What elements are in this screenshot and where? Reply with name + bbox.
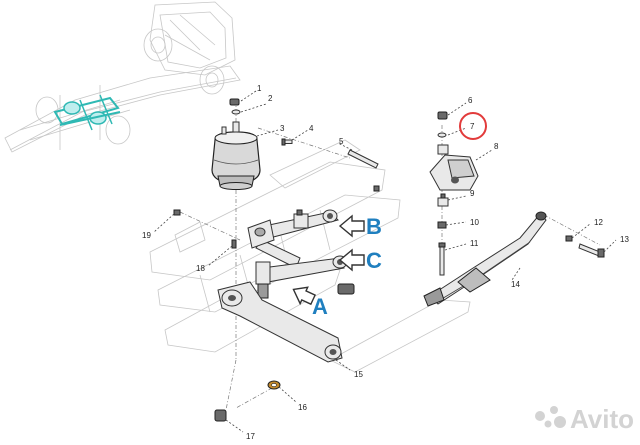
callout-13: 13	[620, 235, 629, 244]
marker-label-b: B	[366, 214, 382, 239]
part-12-nut[interactable]	[565, 235, 573, 242]
callout-leaders	[153, 90, 617, 433]
part-1-nut[interactable]	[229, 98, 240, 106]
callout-7: 7	[470, 122, 475, 131]
callout-14: 14	[511, 280, 520, 289]
part-3-air-spring[interactable]	[211, 121, 261, 190]
part-4-bolt[interactable]	[281, 138, 293, 146]
part-14-leaf-spring[interactable]	[423, 211, 547, 307]
part-13-bolt[interactable]	[578, 243, 605, 258]
callout-15: 15	[354, 370, 363, 379]
bump-stop[interactable]	[337, 283, 355, 295]
marker-arrow-c	[338, 248, 365, 272]
highlight-ring-callout-7	[459, 112, 487, 140]
callout-numbers: 1 2 3 4 5 6 7 8 9 10 11 12 13 14 15 16 1…	[142, 84, 629, 441]
part-17-nut[interactable]	[214, 409, 227, 422]
callout-6: 6	[468, 96, 473, 105]
chassis-frame-ghost	[149, 139, 471, 373]
part-8-spring-hanger[interactable]	[429, 144, 479, 191]
part-19-bolt[interactable]	[173, 209, 181, 216]
watermark: Avito	[535, 404, 634, 434]
overview-suspension-highlight	[53, 94, 121, 131]
watermark-logo-icon	[535, 406, 566, 428]
callout-18: 18	[196, 264, 205, 273]
callout-1: 1	[257, 84, 262, 93]
callout-17: 17	[246, 432, 255, 441]
part-9-shackle-bolt[interactable]	[437, 193, 449, 207]
callout-12: 12	[594, 218, 603, 227]
part-5-bolt[interactable]	[347, 149, 380, 192]
part-10-nut[interactable]	[437, 221, 447, 229]
vehicle-overview-thumbnail	[4, 1, 241, 153]
marker-label-a: A	[312, 294, 328, 319]
callout-3: 3	[280, 124, 285, 133]
callout-11: 11	[470, 239, 479, 248]
part-18-bolt[interactable]	[231, 239, 237, 249]
part-15-trailing-beam[interactable]	[217, 281, 343, 363]
callout-8: 8	[494, 142, 499, 151]
marker-arrow-a	[292, 286, 317, 306]
upper-arm-bracket[interactable]	[293, 209, 309, 229]
part-6-nut[interactable]	[437, 111, 448, 120]
callout-16: 16	[298, 403, 307, 412]
watermark-text: Avito	[570, 404, 634, 434]
upper-control-arm[interactable]	[247, 209, 339, 269]
marker-arrow-b	[338, 214, 365, 238]
marker-label-c: C	[366, 248, 382, 273]
callout-9: 9	[470, 189, 475, 198]
part-11-u-bolt[interactable]	[438, 242, 446, 276]
part-7-washer[interactable]	[437, 132, 447, 138]
callout-19: 19	[142, 231, 151, 240]
callout-4: 4	[309, 124, 314, 133]
callout-2: 2	[268, 94, 273, 103]
part-2-washer[interactable]	[231, 109, 241, 115]
callout-10: 10	[470, 218, 479, 227]
callout-5: 5	[339, 137, 344, 146]
part-16-bushing[interactable]	[267, 380, 281, 390]
